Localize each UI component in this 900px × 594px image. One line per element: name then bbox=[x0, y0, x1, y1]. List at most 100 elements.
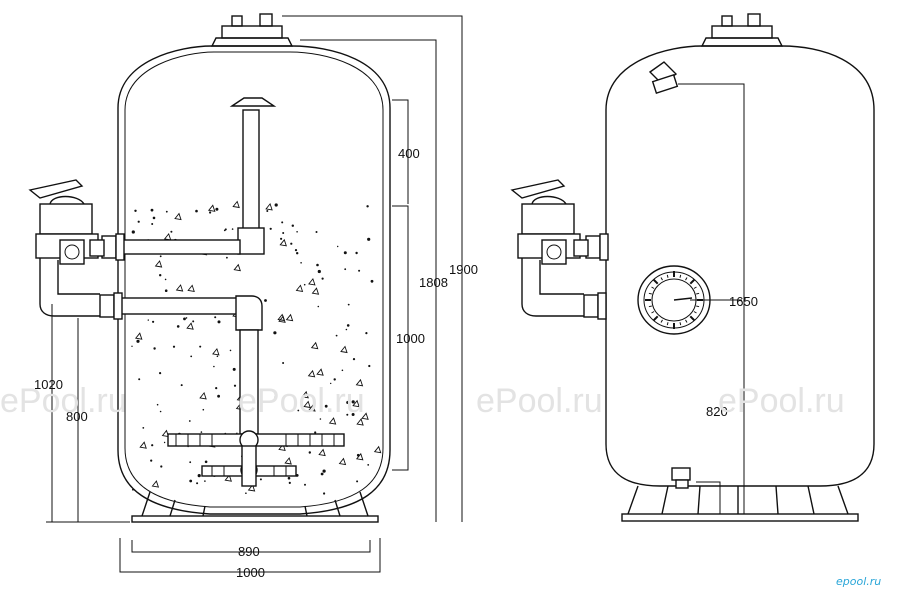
media-grain bbox=[344, 268, 347, 271]
gauge-tick bbox=[666, 274, 669, 278]
media-grain bbox=[151, 223, 154, 225]
media-grain bbox=[284, 457, 292, 465]
media-grain bbox=[338, 457, 347, 466]
media-grain bbox=[333, 378, 336, 381]
media-grain bbox=[322, 469, 326, 473]
media-grain bbox=[131, 230, 135, 234]
media-grain bbox=[340, 345, 348, 354]
media-grain bbox=[356, 418, 364, 426]
media-grain bbox=[152, 320, 155, 323]
media-grain bbox=[192, 320, 195, 323]
media-grain bbox=[200, 431, 203, 433]
media-grain bbox=[352, 399, 360, 408]
multiport-valve-left bbox=[28, 179, 105, 317]
media-grain bbox=[229, 349, 232, 352]
gauge-tick bbox=[652, 278, 659, 285]
media-grain bbox=[303, 400, 311, 409]
media-grain bbox=[189, 479, 193, 483]
media-grain bbox=[347, 303, 350, 306]
media-grain bbox=[307, 369, 316, 378]
media-grain bbox=[163, 232, 172, 241]
media-grain bbox=[183, 317, 186, 321]
media-grain bbox=[368, 364, 371, 368]
media-grain bbox=[199, 345, 202, 348]
media-grain bbox=[147, 319, 149, 321]
media-grain bbox=[314, 431, 317, 434]
media-grain bbox=[345, 328, 348, 331]
media-grain bbox=[358, 269, 361, 272]
media-grain bbox=[301, 390, 309, 399]
gauge-tick bbox=[652, 315, 659, 322]
side-flanges-right bbox=[583, 233, 609, 320]
media-grain bbox=[233, 263, 241, 272]
gauge-tick bbox=[693, 286, 697, 289]
media-grain bbox=[370, 279, 374, 283]
media-grain bbox=[347, 398, 351, 402]
media-grain bbox=[136, 339, 140, 343]
media-grain bbox=[212, 347, 220, 356]
media-grain bbox=[361, 412, 369, 420]
media-grain bbox=[223, 229, 226, 232]
media-grain bbox=[288, 481, 291, 484]
media-grain bbox=[216, 355, 219, 358]
media-grain bbox=[279, 238, 287, 247]
dim-inlet-height: 1020 bbox=[34, 377, 63, 392]
media-grain bbox=[190, 355, 193, 358]
media-grain bbox=[323, 492, 326, 495]
media-grain bbox=[209, 211, 212, 214]
media-grain bbox=[278, 443, 286, 451]
media-grain bbox=[367, 464, 370, 466]
media-grain bbox=[172, 345, 176, 348]
media-grain bbox=[150, 459, 153, 462]
media-grain bbox=[152, 216, 156, 220]
gauge-tick bbox=[696, 292, 700, 295]
media-grain bbox=[226, 256, 228, 259]
dim-height-body: 1808 bbox=[419, 275, 448, 290]
section-view bbox=[28, 13, 391, 523]
media-grain bbox=[151, 480, 160, 488]
media-grain bbox=[346, 401, 350, 404]
media-grain bbox=[367, 237, 371, 241]
media-grain bbox=[287, 476, 291, 480]
media-grain bbox=[150, 208, 154, 212]
media-grain bbox=[352, 358, 356, 361]
media-grain bbox=[318, 448, 326, 457]
gauge-tick bbox=[648, 292, 652, 295]
epool-logo: epool.ru bbox=[836, 575, 881, 588]
media-grain bbox=[188, 420, 191, 422]
media-grain bbox=[195, 209, 198, 213]
gauge-tick bbox=[679, 274, 682, 278]
media-grain bbox=[245, 492, 247, 495]
media-grain bbox=[343, 394, 345, 396]
top-cap bbox=[210, 13, 294, 47]
top-distributor bbox=[119, 97, 277, 255]
media-grain bbox=[308, 277, 316, 286]
media-grain bbox=[217, 394, 221, 398]
gauge-tick bbox=[666, 322, 669, 326]
media-grain bbox=[297, 409, 300, 412]
section-dimensions bbox=[46, 15, 463, 573]
media-grain bbox=[280, 237, 283, 240]
media-grain bbox=[224, 474, 232, 482]
media-grain bbox=[321, 277, 324, 280]
media-grain bbox=[164, 289, 168, 293]
media-grain bbox=[366, 205, 369, 208]
media-grain bbox=[296, 231, 298, 233]
media-grain bbox=[215, 387, 218, 390]
media-grain bbox=[214, 316, 217, 319]
media-grain bbox=[308, 451, 311, 454]
media-grain bbox=[231, 228, 234, 230]
dim-height-total: 1900 bbox=[449, 262, 478, 277]
media-grain bbox=[316, 368, 324, 376]
media-grain bbox=[274, 203, 278, 207]
gauge-tick bbox=[679, 322, 682, 326]
media-grain bbox=[196, 482, 199, 485]
media-grain bbox=[273, 331, 277, 335]
media-grain bbox=[154, 260, 163, 268]
media-grain bbox=[351, 413, 355, 416]
media-grain bbox=[165, 210, 168, 213]
media-grain bbox=[330, 382, 332, 385]
media-grain bbox=[215, 207, 219, 211]
media-grain bbox=[186, 322, 194, 330]
